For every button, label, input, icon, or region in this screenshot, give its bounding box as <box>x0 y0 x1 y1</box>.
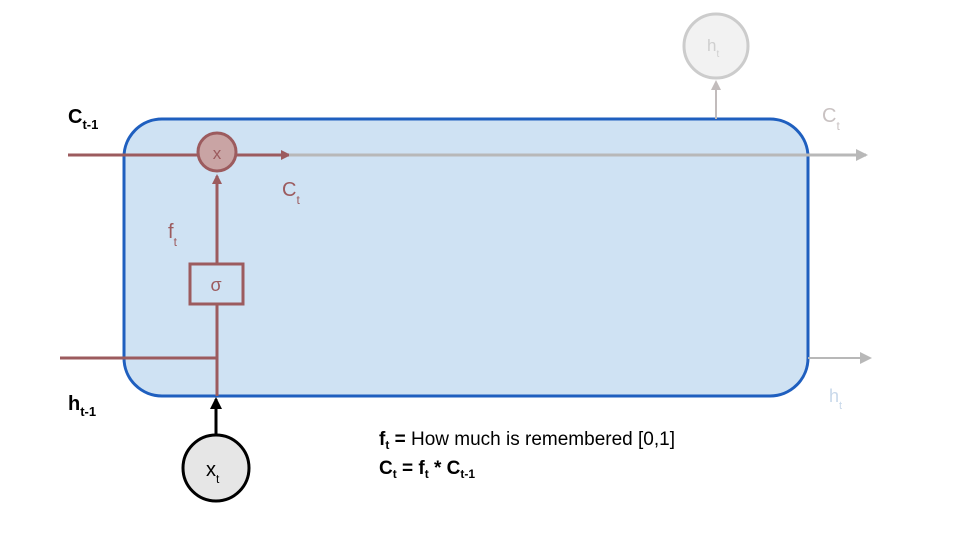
multiply-symbol: x <box>213 144 222 163</box>
hidden-state-output-label: ht <box>829 386 842 412</box>
sigma-symbol: σ <box>210 275 221 295</box>
formula-block: ft = How much is remembered [0,1] Ct = f… <box>379 428 675 486</box>
prev-cell-state-label: Ct-1 <box>68 106 98 132</box>
input-node <box>181 433 251 503</box>
input-label: xt <box>206 459 220 486</box>
formula-line-forget: ft = How much is remembered [0,1] <box>379 428 675 457</box>
prev-hidden-state-label: ht-1 <box>68 393 96 419</box>
formula-c-sub: t <box>392 467 397 481</box>
formula-times-c: * C <box>428 458 461 479</box>
formula-c: C <box>379 458 393 479</box>
forget-gate-label: ft <box>168 221 178 249</box>
formula-equals: = <box>389 429 411 450</box>
cell-state-output-label: Ct <box>822 105 840 133</box>
formula-line-cell: Ct = ft * Ct-1 <box>379 457 675 486</box>
sigma-gate-box <box>188 262 245 306</box>
gated-cell-state-label: Ct <box>282 179 300 207</box>
formula-eq-f: = f <box>396 458 425 479</box>
hidden-output-node-label: ht <box>707 36 719 60</box>
formula-f2-sub: t <box>424 467 429 481</box>
hidden-output-node <box>682 12 750 80</box>
formula-f: f <box>379 429 386 450</box>
lstm-cell-box <box>122 117 810 398</box>
formula-description: How much is remembered [0,1] <box>410 429 675 450</box>
formula-cprev-sub: t-1 <box>460 467 476 481</box>
formula-f-sub: t <box>385 438 390 452</box>
multiply-node <box>196 131 238 173</box>
